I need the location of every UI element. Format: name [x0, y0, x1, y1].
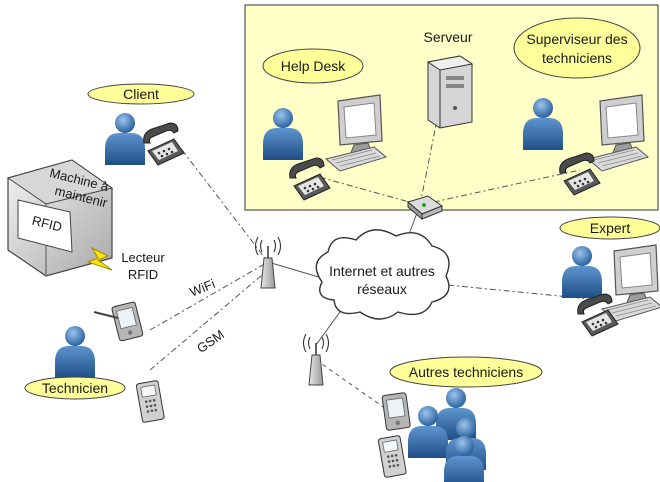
expert-person-icon	[562, 246, 602, 298]
helpdesk-label: Help Desk	[281, 58, 347, 74]
lightning-icon	[86, 246, 113, 271]
client-label: Client	[123, 86, 159, 102]
superviseur-label-line1: Superviseur des	[526, 31, 627, 47]
superviseur-label-line2: techniciens	[542, 50, 612, 66]
autres-techniciens-label-bubble	[389, 356, 543, 388]
cloud-icon	[315, 229, 450, 320]
machine-rfid-icon	[6, 159, 114, 277]
expert-computer-icon	[601, 244, 660, 322]
superviseur-label-bubble	[513, 17, 641, 79]
server-icon	[426, 55, 474, 129]
client-person-icon	[105, 113, 145, 165]
technicien-label: Technicien	[42, 380, 108, 396]
lecteur-label-line2: RFID	[128, 267, 158, 282]
technicien-mobile-icon	[135, 379, 165, 424]
internet-label-line2: réseaux	[357, 281, 407, 297]
internet-label-line1: Internet et autres	[329, 263, 435, 279]
client-telephone-icon	[143, 122, 185, 166]
gsm-antenna-icon	[302, 333, 330, 386]
lecteur-label-line1: Lecteur	[121, 250, 165, 265]
autres-pda-icon	[381, 391, 412, 431]
technicien-pda-icon	[110, 301, 144, 342]
wifi-label: WiFi	[187, 276, 217, 300]
expert-telephone-icon	[577, 293, 619, 337]
technicien-person-icon	[55, 326, 95, 378]
wifi-antenna-icon	[254, 236, 282, 289]
autres-mobile-icon	[377, 434, 407, 479]
technicien-label-bubble	[24, 376, 126, 400]
serveur-label: Serveur	[423, 29, 472, 45]
expert-label: Expert	[590, 220, 631, 236]
client-label-bubble	[87, 83, 195, 105]
gsm-label: GSM	[194, 327, 227, 356]
expert-label-bubble	[559, 216, 660, 240]
autres-techniciens-label: Autres techniciens	[409, 364, 523, 380]
pda-stylus-icon	[93, 311, 119, 319]
rfid-tag-label: RFID	[31, 213, 64, 235]
router-icon	[406, 195, 444, 221]
helpdesk-label-bubble	[262, 48, 364, 84]
